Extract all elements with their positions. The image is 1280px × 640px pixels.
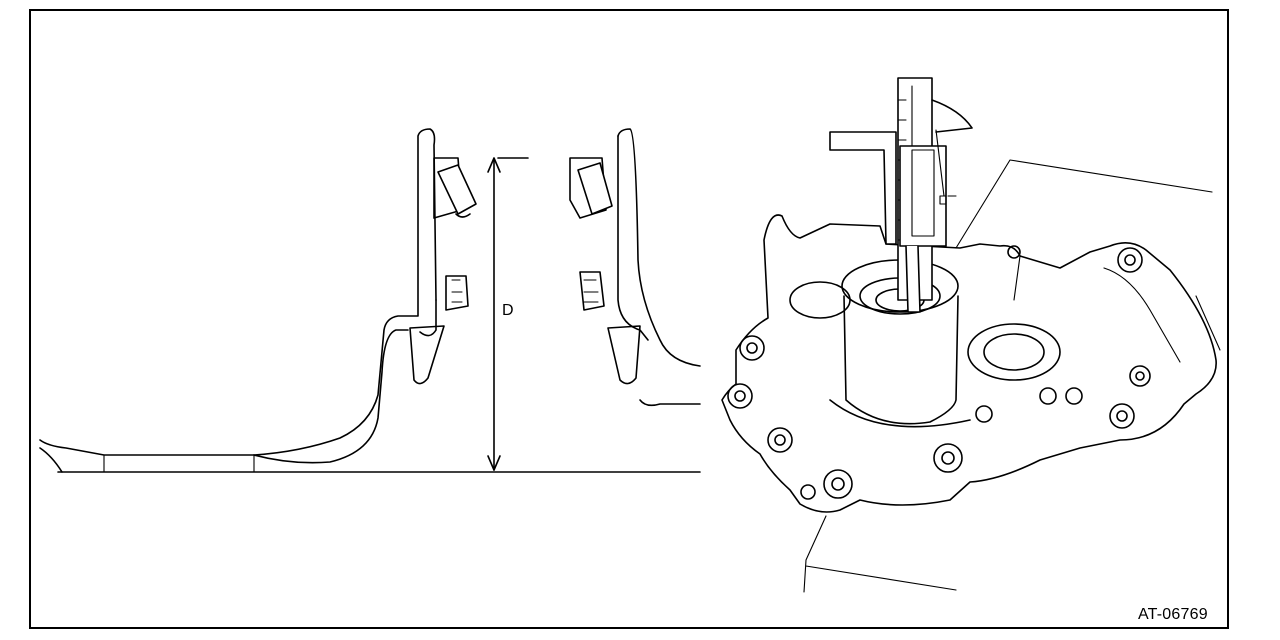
right-housing-section: [569, 128, 701, 407]
dimension-label: D: [502, 302, 514, 319]
transmission-case: [721, 77, 1221, 593]
dimension-arrow-d: [487, 157, 501, 471]
figure-frame: [29, 9, 1229, 629]
base-line: [57, 454, 701, 473]
figure-id: AT-06769: [1138, 606, 1208, 623]
left-housing-section: [39, 128, 529, 473]
